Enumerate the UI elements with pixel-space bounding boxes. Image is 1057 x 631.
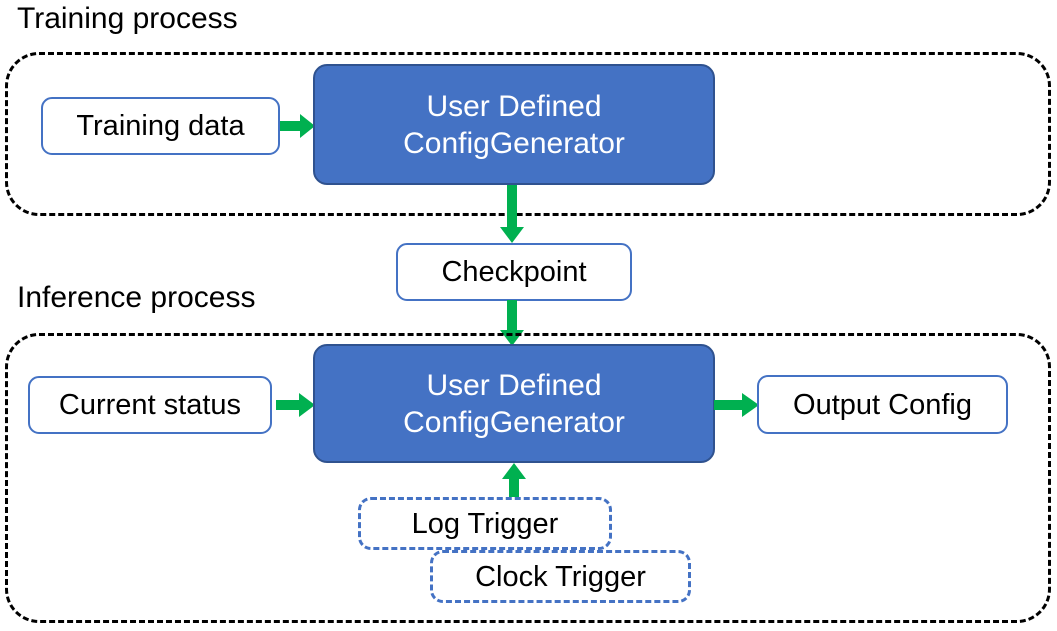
training-process-group: [5, 52, 1051, 216]
node-checkpoint[interactable]: Checkpoint: [396, 243, 632, 301]
arrow-triggers-to-generator: [500, 463, 528, 501]
node-clock-trigger[interactable]: Clock Trigger: [430, 550, 691, 603]
node-log-trigger-label: Log Trigger: [411, 507, 559, 540]
node-clock-trigger-label: Clock Trigger: [475, 560, 646, 593]
node-inference-configgenerator-label: User Defined ConfigGenerator: [403, 368, 625, 439]
arrow-generator-to-output: [714, 391, 760, 419]
inference-process-label: Inference process: [17, 281, 256, 314]
node-inference-configgenerator[interactable]: User Defined ConfigGenerator: [313, 344, 715, 463]
arrow-generator-to-checkpoint: [498, 185, 526, 245]
inference-process-group: [5, 333, 1051, 623]
node-output-config[interactable]: Output Config: [757, 375, 1008, 434]
node-output-config-label: Output Config: [793, 388, 972, 421]
arrow-status-to-generator: [276, 391, 316, 419]
node-training-data[interactable]: Training data: [41, 97, 280, 155]
node-training-configgenerator[interactable]: User Defined ConfigGenerator: [313, 64, 715, 185]
node-training-data-label: Training data: [76, 110, 245, 142]
node-log-trigger[interactable]: Log Trigger: [358, 497, 612, 550]
node-training-configgenerator-label: User Defined ConfigGenerator: [403, 89, 625, 160]
node-current-status-label: Current status: [58, 389, 242, 421]
arrow-training-data-to-generator: [280, 112, 316, 140]
training-process-label: Training process: [17, 2, 238, 35]
node-current-status[interactable]: Current status: [28, 376, 272, 434]
node-checkpoint-label: Checkpoint: [441, 256, 587, 288]
